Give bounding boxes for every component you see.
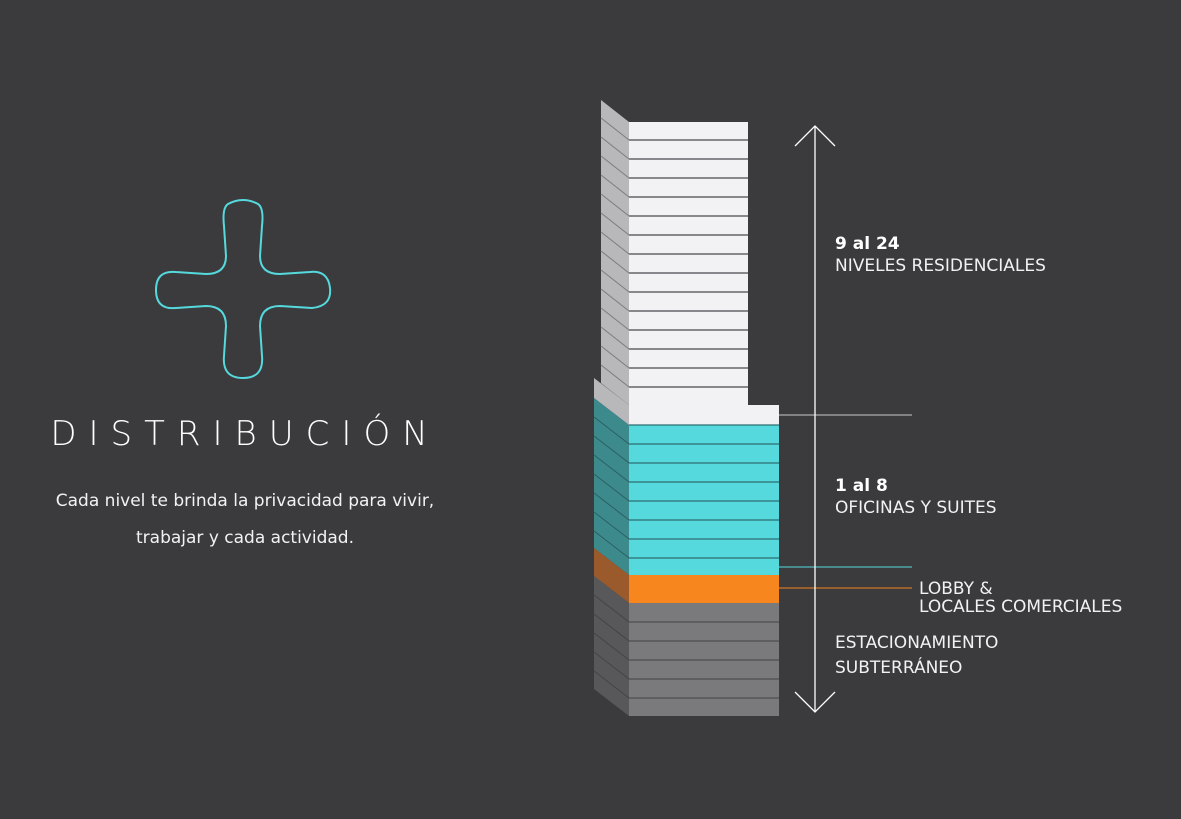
lobby-label: LOBBY & LOCALES COMERCIALES [919, 580, 1122, 616]
residential-label: 9 al 24 NIVELES RESIDENCIALES [835, 234, 1046, 276]
lobby-block [629, 575, 779, 603]
offices-label: 1 al 8 OFICINAS Y SUITES [835, 476, 997, 518]
lobby-side [594, 548, 629, 603]
residential-side [601, 100, 629, 405]
podium-top-side [594, 378, 629, 425]
offices-side [594, 398, 629, 575]
page-title: DISTRIBUCIÓN [50, 414, 440, 454]
residential-block [629, 122, 748, 405]
residential-range: 9 al 24 [835, 234, 900, 254]
rounded-cross-icon [154, 199, 332, 380]
residential-side-lines [600, 117, 630, 388]
double-arrow-icon [794, 125, 836, 713]
offices-floor-lines [629, 424, 779, 559]
lobby-name-line-2: LOCALES COMERCIALES [919, 597, 1123, 617]
page-description: Cada nivel te brinda la privacidad para … [0, 483, 490, 557]
parking-name-line-1: ESTACIONAMIENTO [835, 633, 999, 653]
parking-side-lines [593, 594, 630, 699]
transition-floor [629, 405, 779, 425]
description-line-2: trabajar y cada actividad. [136, 528, 354, 548]
parking-label: ESTACIONAMIENTO SUBTERRÁNEO [835, 631, 998, 681]
parking-floor-lines [629, 621, 779, 699]
offices-range: 1 al 8 [835, 476, 888, 496]
residential-name: NIVELES RESIDENCIALES [835, 256, 1046, 276]
residential-floor-lines [629, 139, 748, 388]
parking-name-line-2: SUBTERRÁNEO [835, 658, 963, 678]
offices-block [629, 425, 779, 575]
lobby-name-line-1: LOBBY & [919, 579, 993, 599]
offices-side-lines [593, 416, 630, 559]
description-line-1: Cada nivel te brinda la privacidad para … [55, 491, 435, 511]
offices-name: OFICINAS Y SUITES [835, 498, 997, 518]
